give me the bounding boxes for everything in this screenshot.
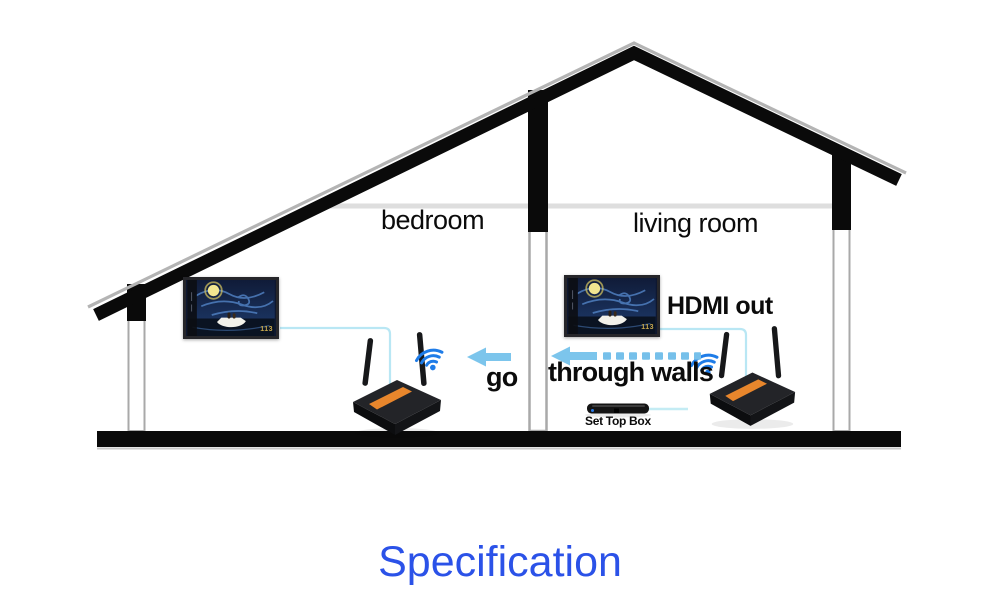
wall-center-lower xyxy=(528,228,548,433)
bedroom-label: bedroom xyxy=(381,205,485,235)
cable-bedroom-tv-to-receiver xyxy=(280,326,392,388)
boat xyxy=(598,315,627,326)
transmitter-box xyxy=(709,325,796,429)
stb-power-led xyxy=(591,409,594,412)
walls xyxy=(127,90,851,433)
roof xyxy=(87,41,907,321)
arrow-left-solid xyxy=(467,347,511,367)
wall-right-upper xyxy=(832,150,851,230)
hdmi-cables xyxy=(280,326,748,411)
receiver-box xyxy=(353,331,441,438)
boat xyxy=(217,317,246,328)
through-walls-label: through walls xyxy=(548,357,714,387)
set-top-box-label: Set Top Box xyxy=(585,414,651,428)
wall-right-lower xyxy=(832,227,851,432)
go-label: go xyxy=(486,362,518,392)
ceiling-line xyxy=(318,203,833,209)
screen-badge: 113 xyxy=(641,324,654,331)
starry-night-screen xyxy=(568,278,656,334)
cable-livingroom-tv-to-transmitter xyxy=(656,327,748,378)
screen-badge: 113 xyxy=(260,326,273,333)
tv-livingroom: 113 xyxy=(564,275,660,337)
starry-night-screen xyxy=(187,280,275,336)
page-title: Specification xyxy=(378,538,622,586)
floor xyxy=(97,431,901,447)
hdmi-out-label: HDMI out xyxy=(667,292,773,320)
floor-shadow xyxy=(97,447,901,450)
tv-bedroom: 113 xyxy=(183,277,279,339)
roof-beam xyxy=(93,45,902,321)
wall-center-upper xyxy=(528,90,548,232)
wall-left-lower xyxy=(127,317,146,432)
roof-edge-highlight xyxy=(87,41,907,309)
set-top-box xyxy=(585,403,651,418)
arrow-left-dashed xyxy=(551,346,701,366)
living-room-label: living room xyxy=(633,208,759,238)
